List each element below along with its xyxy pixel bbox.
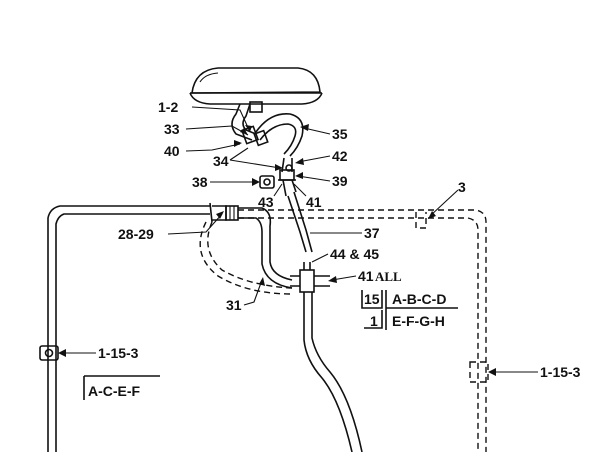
model-code-block: 15 1 A-B-C-D E-F-G-H [361,290,458,330]
hose-upper [231,103,257,141]
models-top: A-B-C-D [392,291,446,307]
leader-lines [58,106,538,376]
elbow-hose-35 [255,113,304,157]
callout-28-29: 28-29 [118,226,154,242]
air-cleaner-housing [189,67,323,113]
fitting-38 [259,175,275,189]
callout-3: 3 [458,179,466,195]
callout-1-2: 1-2 [158,99,178,115]
callout-37: 37 [364,225,380,241]
callout-31: 31 [226,297,242,313]
callout-43: 43 [258,194,274,210]
callout-35: 35 [332,126,348,142]
qty-top: 15 [364,291,380,307]
dashed-tube-31 [199,221,293,295]
callout-42: 42 [332,148,348,164]
models-bottom: E-F-G-H [392,313,445,329]
callout-40: 40 [164,143,180,159]
callout-1-15-3-right: 1-15-3 [540,364,581,380]
callout-34: 34 [213,153,229,169]
callout-1-15-3-left: 1-15-3 [98,345,139,361]
valve-assembly [278,157,297,197]
callout-41-all-num: 41 [358,268,374,284]
callout-41-all-text: ALL [375,269,402,284]
callout-44-45: 44 & 45 [330,246,379,262]
models-left: A-C-E-F [88,383,141,399]
tube-37 [287,191,313,253]
connector-28-29 [209,202,239,223]
clip-3 [415,212,427,229]
qty-bottom: 1 [370,313,378,329]
callout-41: 41 [306,194,322,210]
callout-33: 33 [164,121,180,137]
tee-fitting-41 [290,262,330,293]
main-tube-down [303,292,363,452]
dashed-tube-right [238,209,487,452]
tube-left-to-tee [238,207,293,289]
tube-left-long [47,205,210,452]
model-code-left: A-C-E-F [83,375,160,400]
callout-39: 39 [332,173,348,189]
clip-right [469,361,489,383]
callout-38: 38 [192,174,208,190]
